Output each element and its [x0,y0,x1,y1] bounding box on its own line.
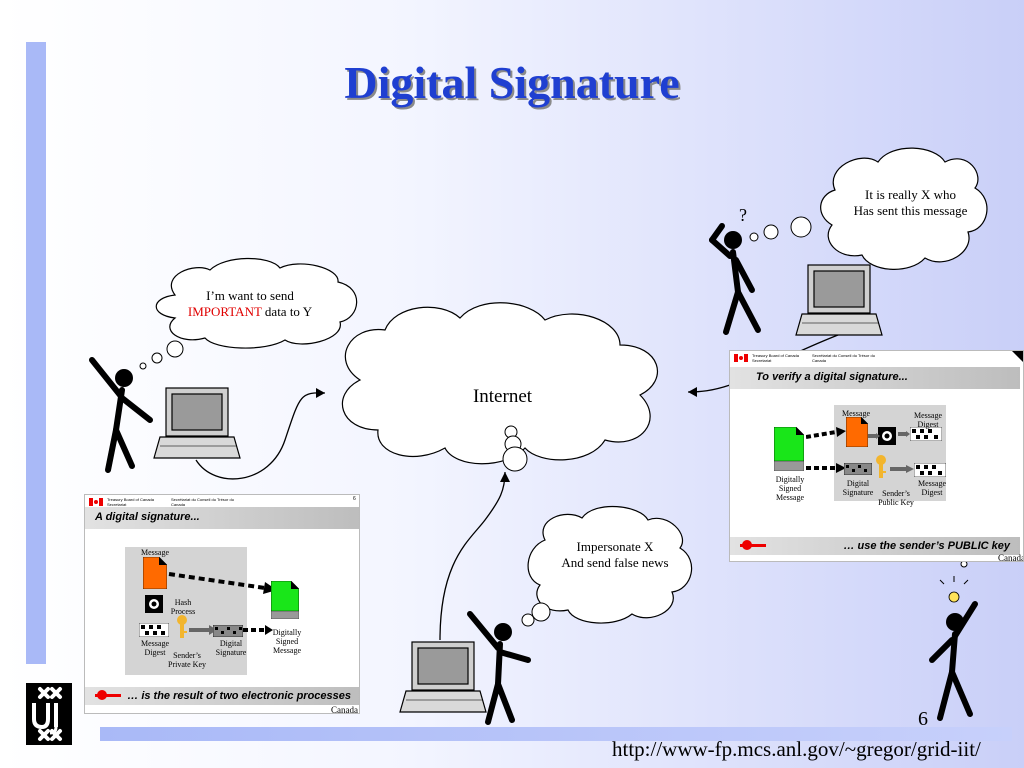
panel-heading: A digital signature... [85,507,359,529]
gear-icon [145,595,163,613]
internet-label: Internet [472,386,533,407]
key-icon [177,615,187,638]
digital-signature-icon [213,625,243,637]
attacker-thought-line2: And send false news [561,555,669,570]
key-icon [876,455,886,478]
receiver-thought-line1: It is really X who [865,187,956,202]
gov-line1: Treasury Board of Canada Secretariat [752,353,799,363]
red-maple-icon [740,540,766,550]
panel-heading: To verify a digital signature... [730,367,1020,389]
canada-wordmark: Canada [998,553,1024,562]
thinker-figure [929,601,978,721]
green-document-icon [774,427,804,471]
sender-thought-text: I’m want to send IMPORTANT data to Y [170,288,330,320]
message-digest-label: Message Digest [141,639,169,657]
receiver-thought-text: It is really X who Has sent this message [838,187,983,219]
digital-signature-panel: Treasury Board of Canada Secretariat Sec… [84,494,360,714]
message-digest-icon [139,623,169,637]
digital-signature-label: Digital Signature [842,479,874,497]
attacker-laptop [399,641,487,713]
source-url[interactable]: http://www-fp.mcs.anl.gov/~gregor/grid-i… [612,737,981,761]
panel-footer: … use the sender’s PUBLIC key [730,537,1020,555]
hash-process-label: Hash Process [170,598,196,616]
canada-flag-icon [89,498,103,506]
gov-line1: Treasury Board of Canada Secretariat [107,497,154,507]
sender-figure [89,357,153,473]
panel-heading-text: To verify a digital signature... [756,371,908,383]
gov-line2: Secrétariat du Conseil du Trésor du Cana… [171,497,234,507]
private-key-label: Sender’s Private Key [168,651,206,669]
verify-arrow-icon [890,465,914,473]
left-accent-bar [26,42,46,664]
canada-wordmark: Canada [331,705,358,714]
internet-cloud [341,302,658,465]
orange-document-icon [846,417,868,447]
university-logo-icon [26,683,72,745]
receiver-thought-line2: Has sent this message [853,203,968,218]
receiver-figure [709,223,761,335]
panel-footer: … is the result of two electronic proces… [85,687,359,705]
lightbulb-icon [939,560,969,603]
dotted-arrow-icon [806,427,846,439]
page-number: 6 [918,708,928,730]
attacker-figure [467,611,531,725]
gear-icon [878,427,896,445]
signed-message-label: Digitally Signed Message [775,475,805,502]
bottom-accent-bar [100,727,1012,741]
sender-thought-line1: I’m want to send [206,288,294,303]
red-maple-icon [95,690,121,700]
panel-footer-text: … is the result of two electronic proces… [127,690,351,702]
corner-mark-icon [1012,351,1023,362]
sender-thought-line2: IMPORTANT data to Y [170,304,330,320]
dotted-arrow-icon [168,572,277,594]
green-document-icon [271,581,299,619]
small-arrow-icon [898,431,910,437]
public-key-label: Sender’s Public Key [878,489,914,507]
question-mark-icon: ? [739,205,747,225]
verify-signature-panel: Treasury Board of Canada Secretariat Sec… [729,350,1024,562]
message-label: Message [141,548,169,557]
message-digest-bottom-label: Message Digest [918,479,946,497]
canada-flag-icon [734,354,748,362]
panel-footer-text: … use the sender’s PUBLIC key [843,540,1011,552]
combine-arrow-icon [243,625,273,635]
panel-page: 6 [353,496,356,502]
message-digest-top-label: Message Digest [914,411,942,429]
attacker-thought-text: Impersonate X And send false news [540,539,690,571]
receiver-laptop [795,264,883,336]
message-digest-icon [910,427,942,441]
important-word: IMPORTANT [187,304,262,319]
sender-laptop [153,387,241,459]
dotted-arrow-icon [806,463,846,473]
signed-message-label: Digitally Signed Message [272,628,302,655]
sender-thought-line2-rest: data to Y [261,304,313,319]
gov-line2: Secrétariat du Conseil du Trésor du Cana… [812,353,875,363]
attacker-thought-line1: Impersonate X [576,539,654,554]
digital-signature-label: Digital Signature [215,639,247,657]
orange-document-icon [143,557,167,589]
digital-signature-icon [844,463,872,475]
message-label: Message [842,409,870,418]
message-digest-icon [914,463,946,477]
small-arrow-icon [868,433,880,439]
slide-title: Digital Signature [344,57,680,108]
